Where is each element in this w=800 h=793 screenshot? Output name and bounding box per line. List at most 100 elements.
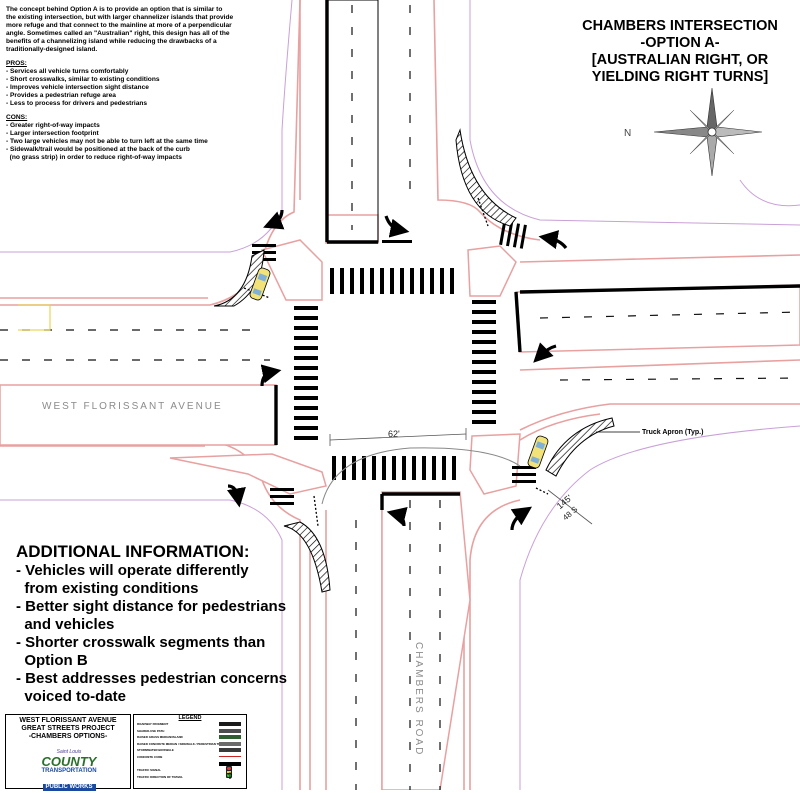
additional-item: - Shorter crosswalk segments than — [16, 634, 266, 651]
legend-item-label: TRAFFIC DIRECTION OF TRAVEL — [137, 774, 184, 779]
design-vehicle-path — [321, 447, 521, 505]
legend-swatch — [219, 748, 241, 753]
vehicle-nw — [249, 267, 271, 301]
legend-item-label: STORMWATER BIOSWALE — [137, 748, 174, 753]
title-line: -OPTION A- — [640, 35, 720, 51]
legend-title: LEGEND — [178, 715, 202, 721]
pros-item: - Less to process for drivers and pedest… — [6, 100, 148, 107]
legend: LEGEND ROADWAY PAVEMENT SHARED-USE PATH RA… — [133, 714, 247, 789]
turn-arrows — [226, 209, 568, 531]
title-line: YIELDING RIGHT TURNS] — [591, 69, 769, 85]
intro-notes: The concept behind Option A is to provid… — [6, 6, 268, 168]
crosswalk-slip-sw — [270, 488, 294, 505]
logo-public-works: PUBLIC WORKS — [42, 784, 96, 791]
truck-apron-sw — [283, 521, 331, 593]
intro-paragraph-line: more refuge and that connect to the main… — [6, 22, 232, 29]
title-block-line: WEST FLORISSANT AVENUE — [19, 717, 117, 724]
island-southeast — [469, 433, 521, 495]
compass-north-label: N — [624, 128, 631, 139]
channelizing-islands — [0, 214, 800, 790]
turn-arrow-nw — [263, 209, 285, 230]
legend-item-label: CONCRETE CURB — [137, 754, 163, 759]
turn-arrow-s — [386, 507, 408, 527]
turn-arrow-se — [510, 506, 532, 531]
median-east — [515, 284, 800, 353]
crosswalk-east — [472, 300, 496, 424]
dimension-62-label: 62' — [388, 429, 400, 439]
cons-list: - Greater right-of-way impacts- Larger i… — [6, 122, 268, 162]
vehicle-se — [527, 435, 549, 469]
turn-arrow-e — [533, 342, 557, 363]
logo-saint-louis: Saint Louis — [56, 749, 82, 755]
pros-item: - Short crosswalks, similar to existing … — [6, 76, 160, 83]
title-line: CHAMBERS INTERSECTION — [582, 18, 778, 34]
legend-swatch — [219, 728, 241, 733]
legend-item: RAISED CONCRETE MEDIAN / SIDEWALK / PEDE… — [134, 741, 246, 748]
legend-item-label: TRAFFIC SIGNAL — [137, 768, 162, 773]
crosswalk-slip-ne — [499, 220, 527, 249]
intro-paragraph-line: the existing intersection, but with larg… — [6, 14, 234, 21]
truck-apron-nw — [213, 249, 265, 307]
traffic-signal-icon — [226, 766, 232, 779]
street-label-chambers: CHAMBERS ROAD — [413, 642, 424, 757]
legend-swatch — [219, 761, 241, 766]
pros-item: - Services all vehicle turns comfortably — [6, 68, 129, 75]
crosswalk-west — [294, 306, 318, 440]
pros-section: PROS: - Services all vehicle turns comfo… — [6, 60, 268, 108]
turn-arrow-ne — [538, 230, 568, 250]
legend-item: TRAFFIC DIRECTION OF TRAVEL⇧ — [134, 771, 246, 781]
legend-item-label: RAISED GRASS MEDIAN/ISLAND — [137, 735, 183, 740]
additional-item: - Best addresses pedestrian concerns — [16, 670, 287, 687]
legend-swatch — [219, 741, 241, 746]
truck-apron-ne — [455, 128, 517, 227]
legend-swatch — [219, 722, 241, 726]
stop-bars — [382, 240, 412, 243]
turn-arrow-n — [384, 215, 410, 238]
additional-item: Option B — [16, 652, 88, 669]
island-northwest — [260, 239, 323, 301]
turn-arrow-w — [260, 364, 282, 387]
crosswalk-north — [330, 268, 454, 294]
lane-stripes — [0, 5, 800, 790]
median-south — [381, 491, 471, 790]
truck-apron-se — [545, 417, 615, 477]
compass-rose: N — [624, 87, 763, 177]
legend-item-label: SHARED-USE PATH — [137, 728, 165, 733]
yellow-marker — [18, 304, 51, 331]
truck-apron-label: Truck Apron (Typ.) — [642, 429, 704, 436]
drawing-title: CHAMBERS INTERSECTION-OPTION A-[AUSTRALI… — [570, 18, 790, 86]
pros-list: - Services all vehicle turns comfortably… — [6, 68, 268, 108]
legend-item: STORMWATER BIOSWALE — [134, 747, 246, 754]
cons-item: (no grass strip) in order to reduce righ… — [6, 154, 182, 161]
cons-item: - Greater right-of-way impacts — [6, 122, 100, 129]
legend-item — [134, 761, 246, 768]
intro-paragraph-line: angle. Sometimes called an "Australian" … — [6, 30, 230, 37]
additional-item: - Better sight distance for pedestrians — [16, 598, 287, 615]
pros-header: PROS: — [6, 60, 27, 67]
county-logo: Saint Louis COUNTY TRANSPORTATION PUBLIC… — [24, 749, 114, 793]
north-roadway — [326, 0, 379, 243]
legend-item-label: ROADWAY PAVEMENT — [137, 722, 169, 726]
intro-paragraph-line: benefits of a channelizing island while … — [6, 38, 217, 45]
median-west — [0, 384, 277, 446]
pros-item: - Improves vehicle intersection sight di… — [6, 84, 149, 91]
legend-item-label: RAISED CONCRETE MEDIAN / SIDEWALK / PEDE… — [137, 741, 226, 746]
legend-item: ROADWAY PAVEMENT — [134, 721, 246, 728]
additional-information: ADDITIONAL INFORMATION: - Vehicles will … — [16, 542, 316, 706]
legend-item: SHARED-USE PATH — [134, 728, 246, 735]
cons-item: - Sidewalk/trail would be positioned at … — [6, 146, 190, 153]
dimension-145 — [547, 489, 593, 525]
crosswalk-south — [332, 456, 456, 480]
pros-item: - Provides a pedestrian refuge area — [6, 92, 116, 99]
additional-item: voiced to-date — [16, 688, 127, 705]
title-block-line: GREAT STREETS PROJECT — [21, 725, 115, 732]
additional-list: - Vehicles will operate differently from… — [16, 562, 316, 706]
title-block-line: -CHAMBERS OPTIONS- — [28, 733, 108, 740]
cons-item: - Two large vehicles may not be able to … — [6, 138, 208, 145]
island-southwest — [169, 453, 327, 495]
logo-transportation: TRANSPORTATION — [41, 768, 97, 774]
legend-swatch — [219, 755, 241, 758]
legend-item: RAISED GRASS MEDIAN/ISLAND — [134, 734, 246, 741]
